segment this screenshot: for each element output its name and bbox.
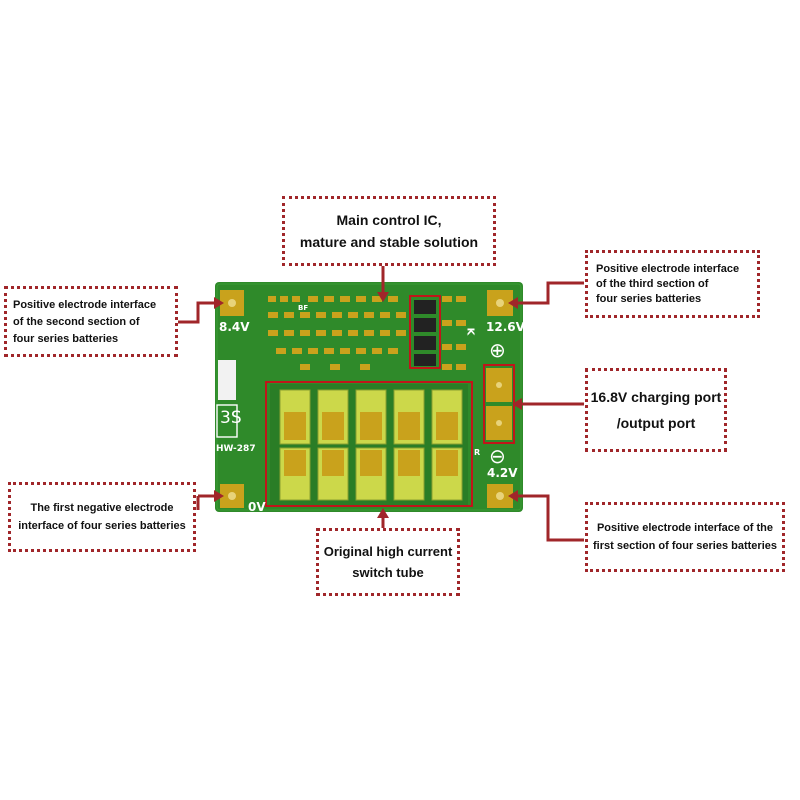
series-box bbox=[216, 404, 238, 438]
callout-second-positive: Positive electrode interface of the seco… bbox=[4, 286, 178, 357]
third-line1: Positive electrode interface bbox=[596, 263, 740, 275]
label-model: HW-287 bbox=[216, 444, 256, 454]
label-0v: 0V bbox=[248, 500, 266, 514]
silk-bf: BF bbox=[298, 304, 309, 312]
main-ic-highlight bbox=[409, 295, 441, 369]
silk-r: R bbox=[474, 448, 481, 457]
second-line3: four series batteries bbox=[13, 332, 119, 345]
label-12v6: 12.6V bbox=[486, 320, 525, 334]
callout-first-positive: Positive electrode interface of the firs… bbox=[585, 502, 785, 572]
callout-switch-tube: Original high current switch tube bbox=[316, 528, 460, 596]
callout-charging-port: 16.8V charging port /output port bbox=[585, 368, 727, 452]
silk-k: K bbox=[464, 327, 476, 336]
second-line2: of the second section of bbox=[13, 315, 140, 328]
second-line1: Positive electrode interface bbox=[13, 298, 157, 311]
arrow-lines bbox=[178, 266, 584, 542]
switch-line2: switch tube bbox=[352, 565, 424, 580]
first-line1: Positive electrode interface of the bbox=[596, 522, 774, 534]
callout-main-ic: Main control IC, mature and stable solut… bbox=[282, 196, 496, 266]
minus-symbol: ⊖ bbox=[489, 444, 506, 468]
plus-symbol: ⊕ bbox=[489, 338, 506, 362]
label-8v4: 8.4V bbox=[219, 320, 250, 334]
negative-line1: The first negative electrode bbox=[30, 502, 174, 514]
main-ic-line2: mature and stable solution bbox=[299, 234, 479, 250]
switch-line1: Original high current bbox=[323, 544, 453, 559]
switch-tube-array bbox=[270, 384, 468, 506]
silk-block bbox=[218, 360, 236, 400]
arrow-heads bbox=[214, 292, 522, 518]
callout-third-positive: Positive electrode interface of the thir… bbox=[585, 250, 760, 318]
main-ic-line1: Main control IC, bbox=[336, 212, 442, 228]
first-line2: first section of four series batteries bbox=[593, 540, 777, 552]
charging-port-pads bbox=[486, 368, 512, 440]
charging-line2: /output port bbox=[616, 415, 696, 431]
third-line2: of the third section of bbox=[596, 278, 709, 290]
switch-tube-highlight bbox=[265, 381, 473, 507]
label-4v2: 4.2V bbox=[487, 466, 518, 480]
negative-line2: interface of four series batteries bbox=[18, 520, 186, 532]
smd-components bbox=[268, 296, 466, 370]
label-series: 3S bbox=[220, 408, 242, 428]
callout-first-negative: The first negative electrode interface o… bbox=[8, 482, 196, 552]
main-ic-chips bbox=[414, 300, 436, 366]
charging-line1: 16.8V charging port bbox=[590, 389, 722, 405]
third-line3: four series batteries bbox=[596, 293, 702, 305]
